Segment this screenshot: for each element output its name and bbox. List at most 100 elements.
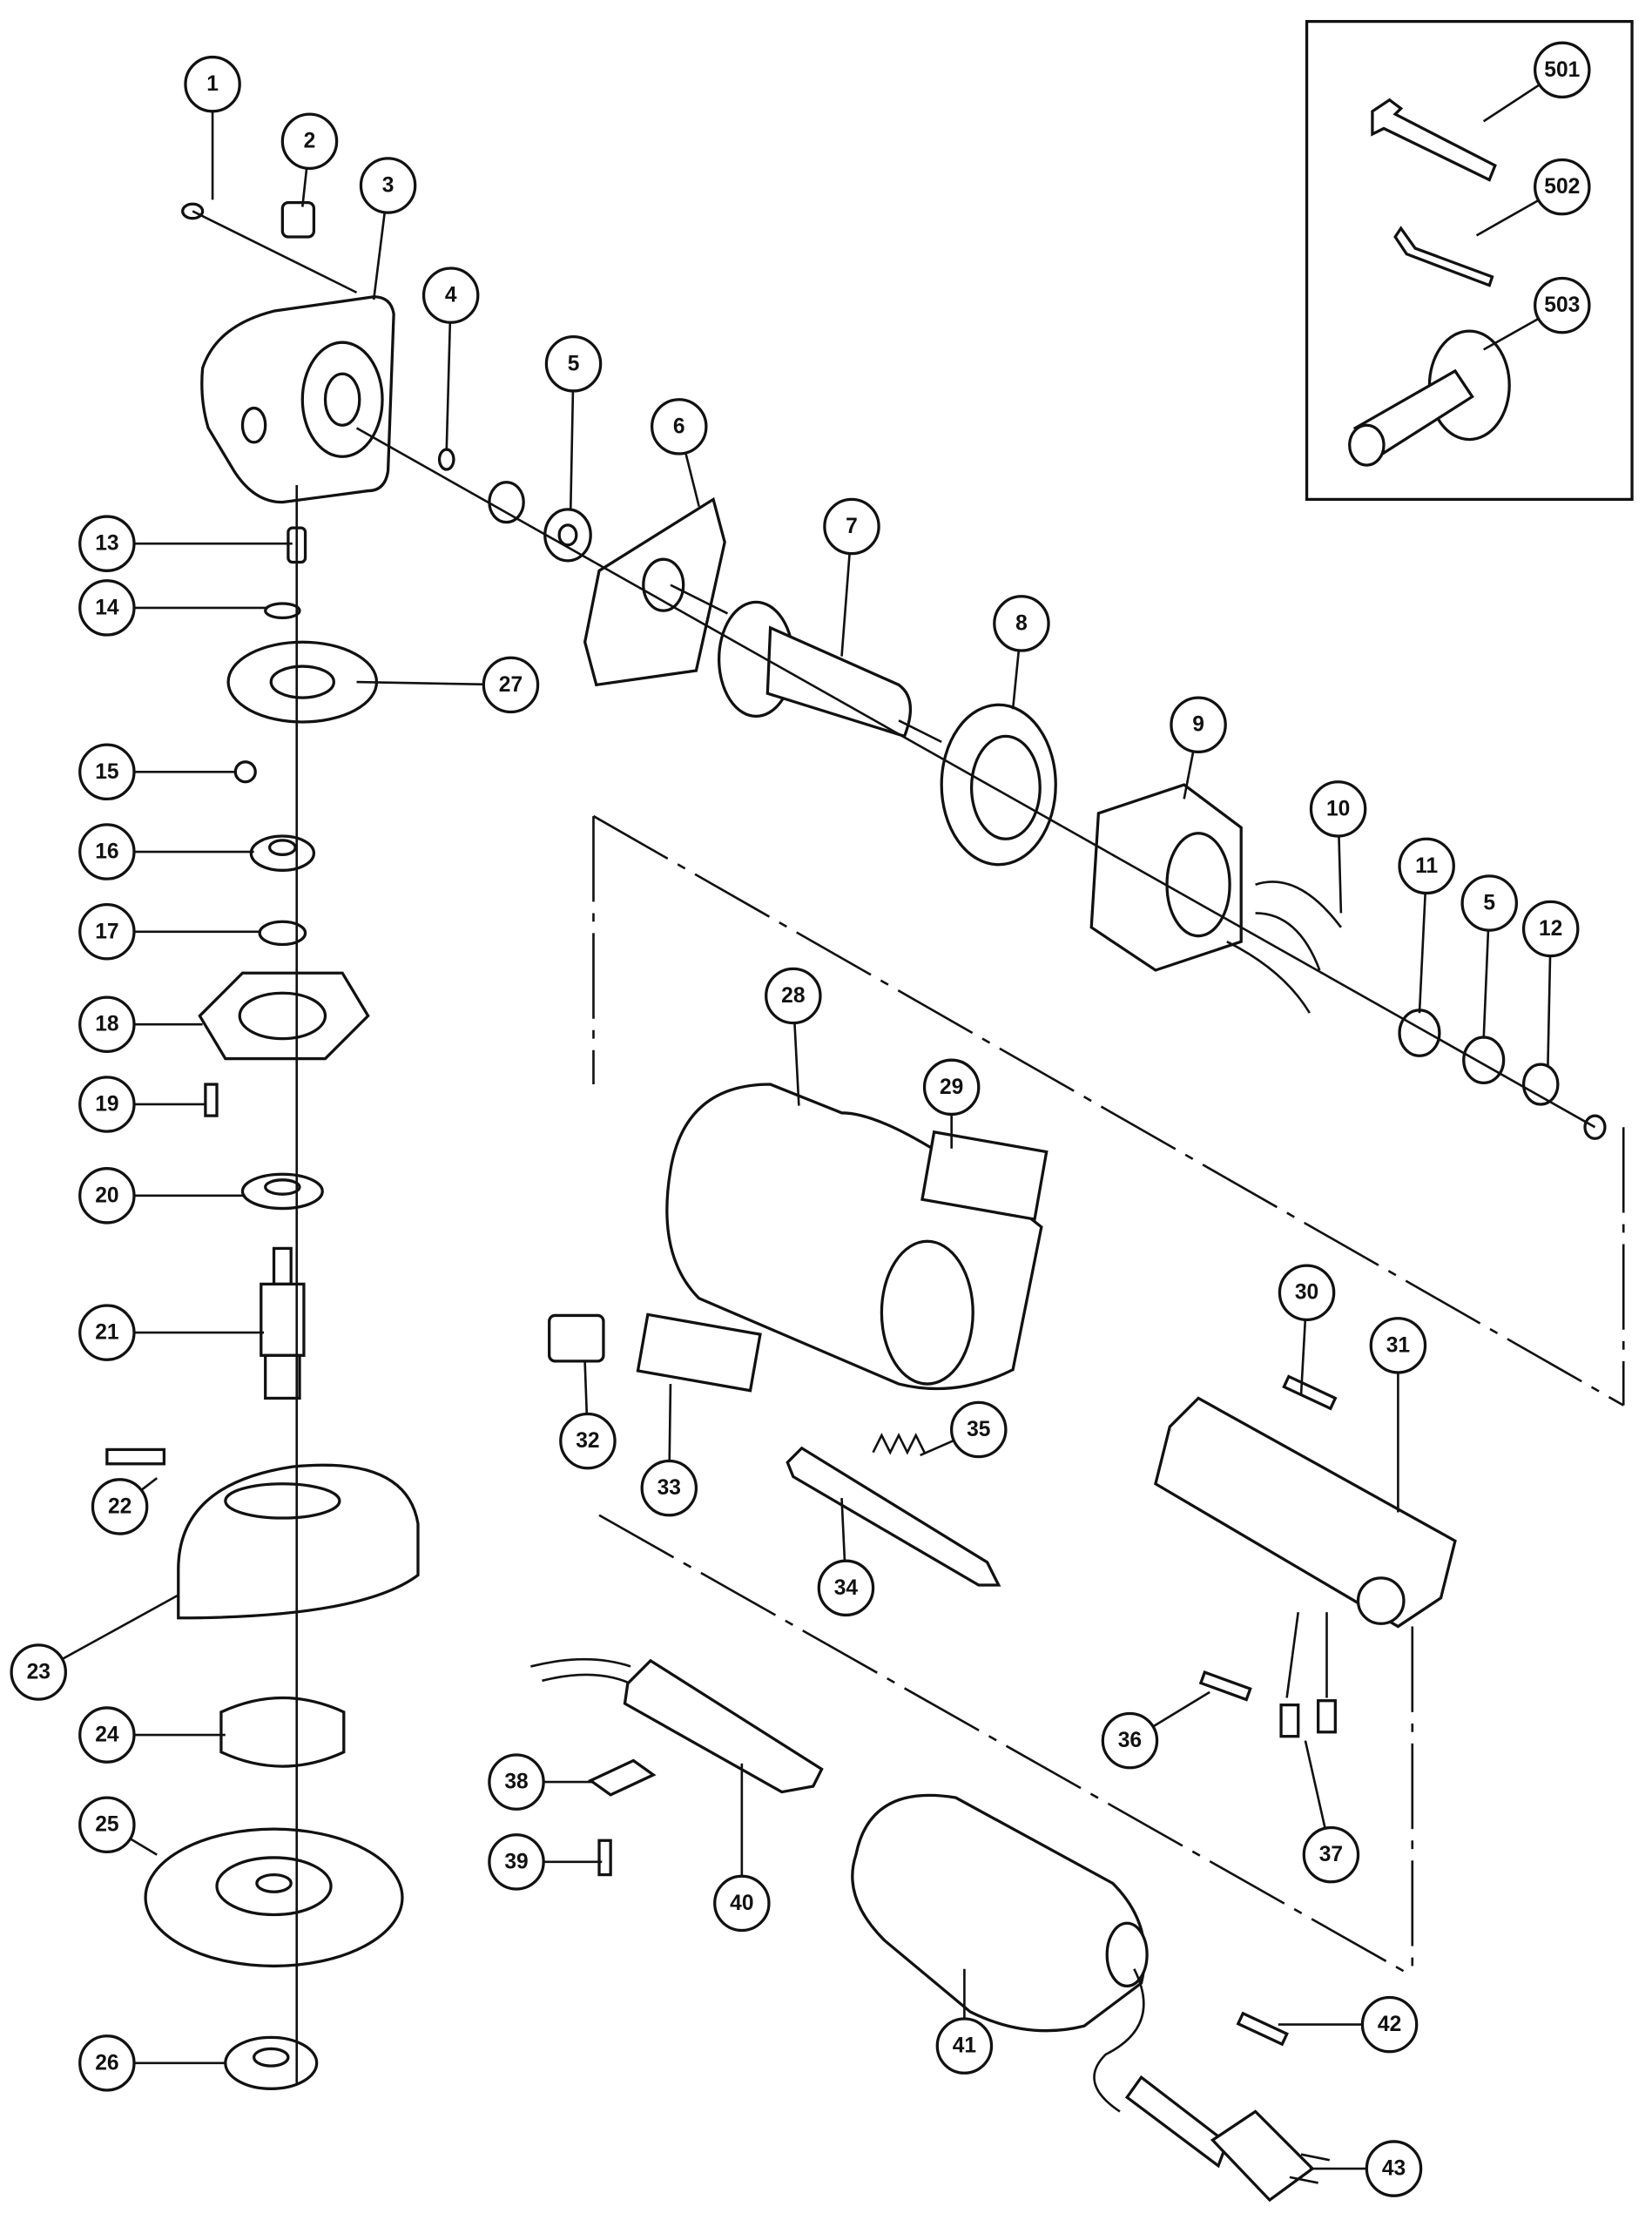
part-screw-19 xyxy=(204,1083,219,1117)
part-spring-35 xyxy=(872,1433,926,1455)
callout-number: 24 xyxy=(95,1724,119,1747)
part-501-wrench xyxy=(1371,98,1497,182)
callout-circle xyxy=(1365,2140,1423,2197)
callout-circle xyxy=(1278,1264,1336,1321)
callout-number: 17 xyxy=(95,920,118,943)
callout-11: 11 xyxy=(1398,837,1455,895)
part-bearing-plate-6 xyxy=(583,496,726,687)
part-screw-39 xyxy=(597,1839,612,1877)
assembly-line xyxy=(592,814,1625,1407)
callout-circle xyxy=(1170,696,1227,753)
callout-number: 502 xyxy=(1544,175,1580,199)
callout-number: 4 xyxy=(445,284,457,307)
callout-circle xyxy=(1369,1317,1427,1374)
callout-number: 5 xyxy=(1483,891,1495,914)
callout-number: 21 xyxy=(95,1321,118,1345)
callout-number: 23 xyxy=(27,1660,51,1683)
callout-number: 22 xyxy=(108,1494,131,1518)
callout-number: 16 xyxy=(95,840,118,864)
callout-22: 22 xyxy=(91,1478,149,1535)
part-washer-11 xyxy=(1398,1009,1441,1057)
callout-34: 34 xyxy=(817,1559,875,1617)
part-screw-15 xyxy=(233,760,257,784)
callout-circle xyxy=(651,398,708,455)
callout-30: 30 xyxy=(1278,1264,1336,1321)
callout-36: 36 xyxy=(1101,1711,1159,1770)
part-bearing-holder-18 xyxy=(198,971,370,1061)
part-plug-43 xyxy=(1124,2075,1331,2203)
callout-circle xyxy=(823,497,880,556)
callout-number: 33 xyxy=(657,1476,681,1500)
callout-15: 15 xyxy=(78,743,136,801)
callout-number: 25 xyxy=(95,1813,118,1837)
part-screw-30 xyxy=(1282,1374,1338,1411)
callout-number: 10 xyxy=(1326,797,1350,820)
callout-9: 9 xyxy=(1170,696,1227,753)
callout-35: 35 xyxy=(950,1400,1008,1459)
callout-number: 28 xyxy=(781,984,805,1008)
part-screw-42 xyxy=(1236,2011,1289,2047)
part-nameplate-33 xyxy=(636,1312,762,1393)
callout-number: 20 xyxy=(95,1184,118,1207)
part-bearing-5b xyxy=(1462,1036,1506,1085)
callout-42: 42 xyxy=(1360,1995,1419,2054)
callout-1: 1 xyxy=(184,55,241,113)
callout-number: 37 xyxy=(1319,1843,1343,1866)
callout-circle xyxy=(935,2017,994,2075)
callout-circle xyxy=(78,743,136,801)
callout-number: 8 xyxy=(1015,611,1028,635)
callout-31: 31 xyxy=(1369,1317,1427,1374)
callout-19: 19 xyxy=(78,1076,136,1133)
part-washer-4 xyxy=(437,448,455,471)
callout-10: 10 xyxy=(1309,780,1367,838)
part-lock-nut-26 xyxy=(224,2035,319,2090)
callout-37: 37 xyxy=(1302,1825,1360,1884)
callout-24: 24 xyxy=(78,1706,136,1764)
callout-7: 7 xyxy=(823,497,880,556)
part-wheel-25 xyxy=(144,1827,404,1968)
callout-number: 9 xyxy=(1192,713,1204,737)
callout-4: 4 xyxy=(421,267,480,324)
callout-number: 43 xyxy=(1382,2157,1406,2181)
part-label-29 xyxy=(920,1130,1049,1221)
callout-circle xyxy=(78,579,136,637)
callout-32: 32 xyxy=(559,1412,617,1470)
callout-circle xyxy=(78,995,136,1054)
part-bearing-5 xyxy=(543,508,592,563)
callout-circle xyxy=(421,267,480,324)
callout-501: 501 xyxy=(1534,41,1591,99)
callout-circle xyxy=(640,1459,698,1517)
part-bearing-16 xyxy=(249,834,316,872)
callout-circle xyxy=(713,1874,771,1933)
callout-circle xyxy=(488,1833,545,1891)
callout-circle xyxy=(488,1753,545,1811)
part-gear-cover xyxy=(200,295,395,504)
assembly-line xyxy=(598,1514,1414,1978)
part-stator-9 xyxy=(1089,783,1243,972)
callout-18: 18 xyxy=(78,995,136,1054)
callout-number: 501 xyxy=(1544,58,1580,82)
callout-circle xyxy=(78,2034,136,2092)
callout-number: 3 xyxy=(382,173,394,197)
callouts: 1234567891011512131427151617181920212223… xyxy=(10,55,1580,2197)
callout-number: 14 xyxy=(95,596,119,619)
shaft-axis-line xyxy=(192,210,1596,1129)
callout-circle xyxy=(1302,1825,1360,1884)
callout-number: 35 xyxy=(967,1418,990,1441)
callout-39: 39 xyxy=(488,1833,545,1891)
callout-circle xyxy=(78,1076,136,1133)
callout-circle xyxy=(1521,900,1580,958)
part-switch-31 xyxy=(1154,1396,1457,1629)
callout-20: 20 xyxy=(78,1167,136,1225)
callout-13: 13 xyxy=(78,515,136,572)
part-502-hex-key xyxy=(1393,226,1494,287)
callout-number: 13 xyxy=(95,532,118,556)
part-tail-cover-41 xyxy=(851,1793,1149,2033)
callout-circle xyxy=(78,1706,136,1764)
part-cord-43 xyxy=(1093,1968,1145,2113)
callout-circle xyxy=(1398,837,1455,895)
callout-17: 17 xyxy=(78,902,136,961)
callout-circle xyxy=(817,1559,875,1617)
callout-circle xyxy=(184,55,241,113)
